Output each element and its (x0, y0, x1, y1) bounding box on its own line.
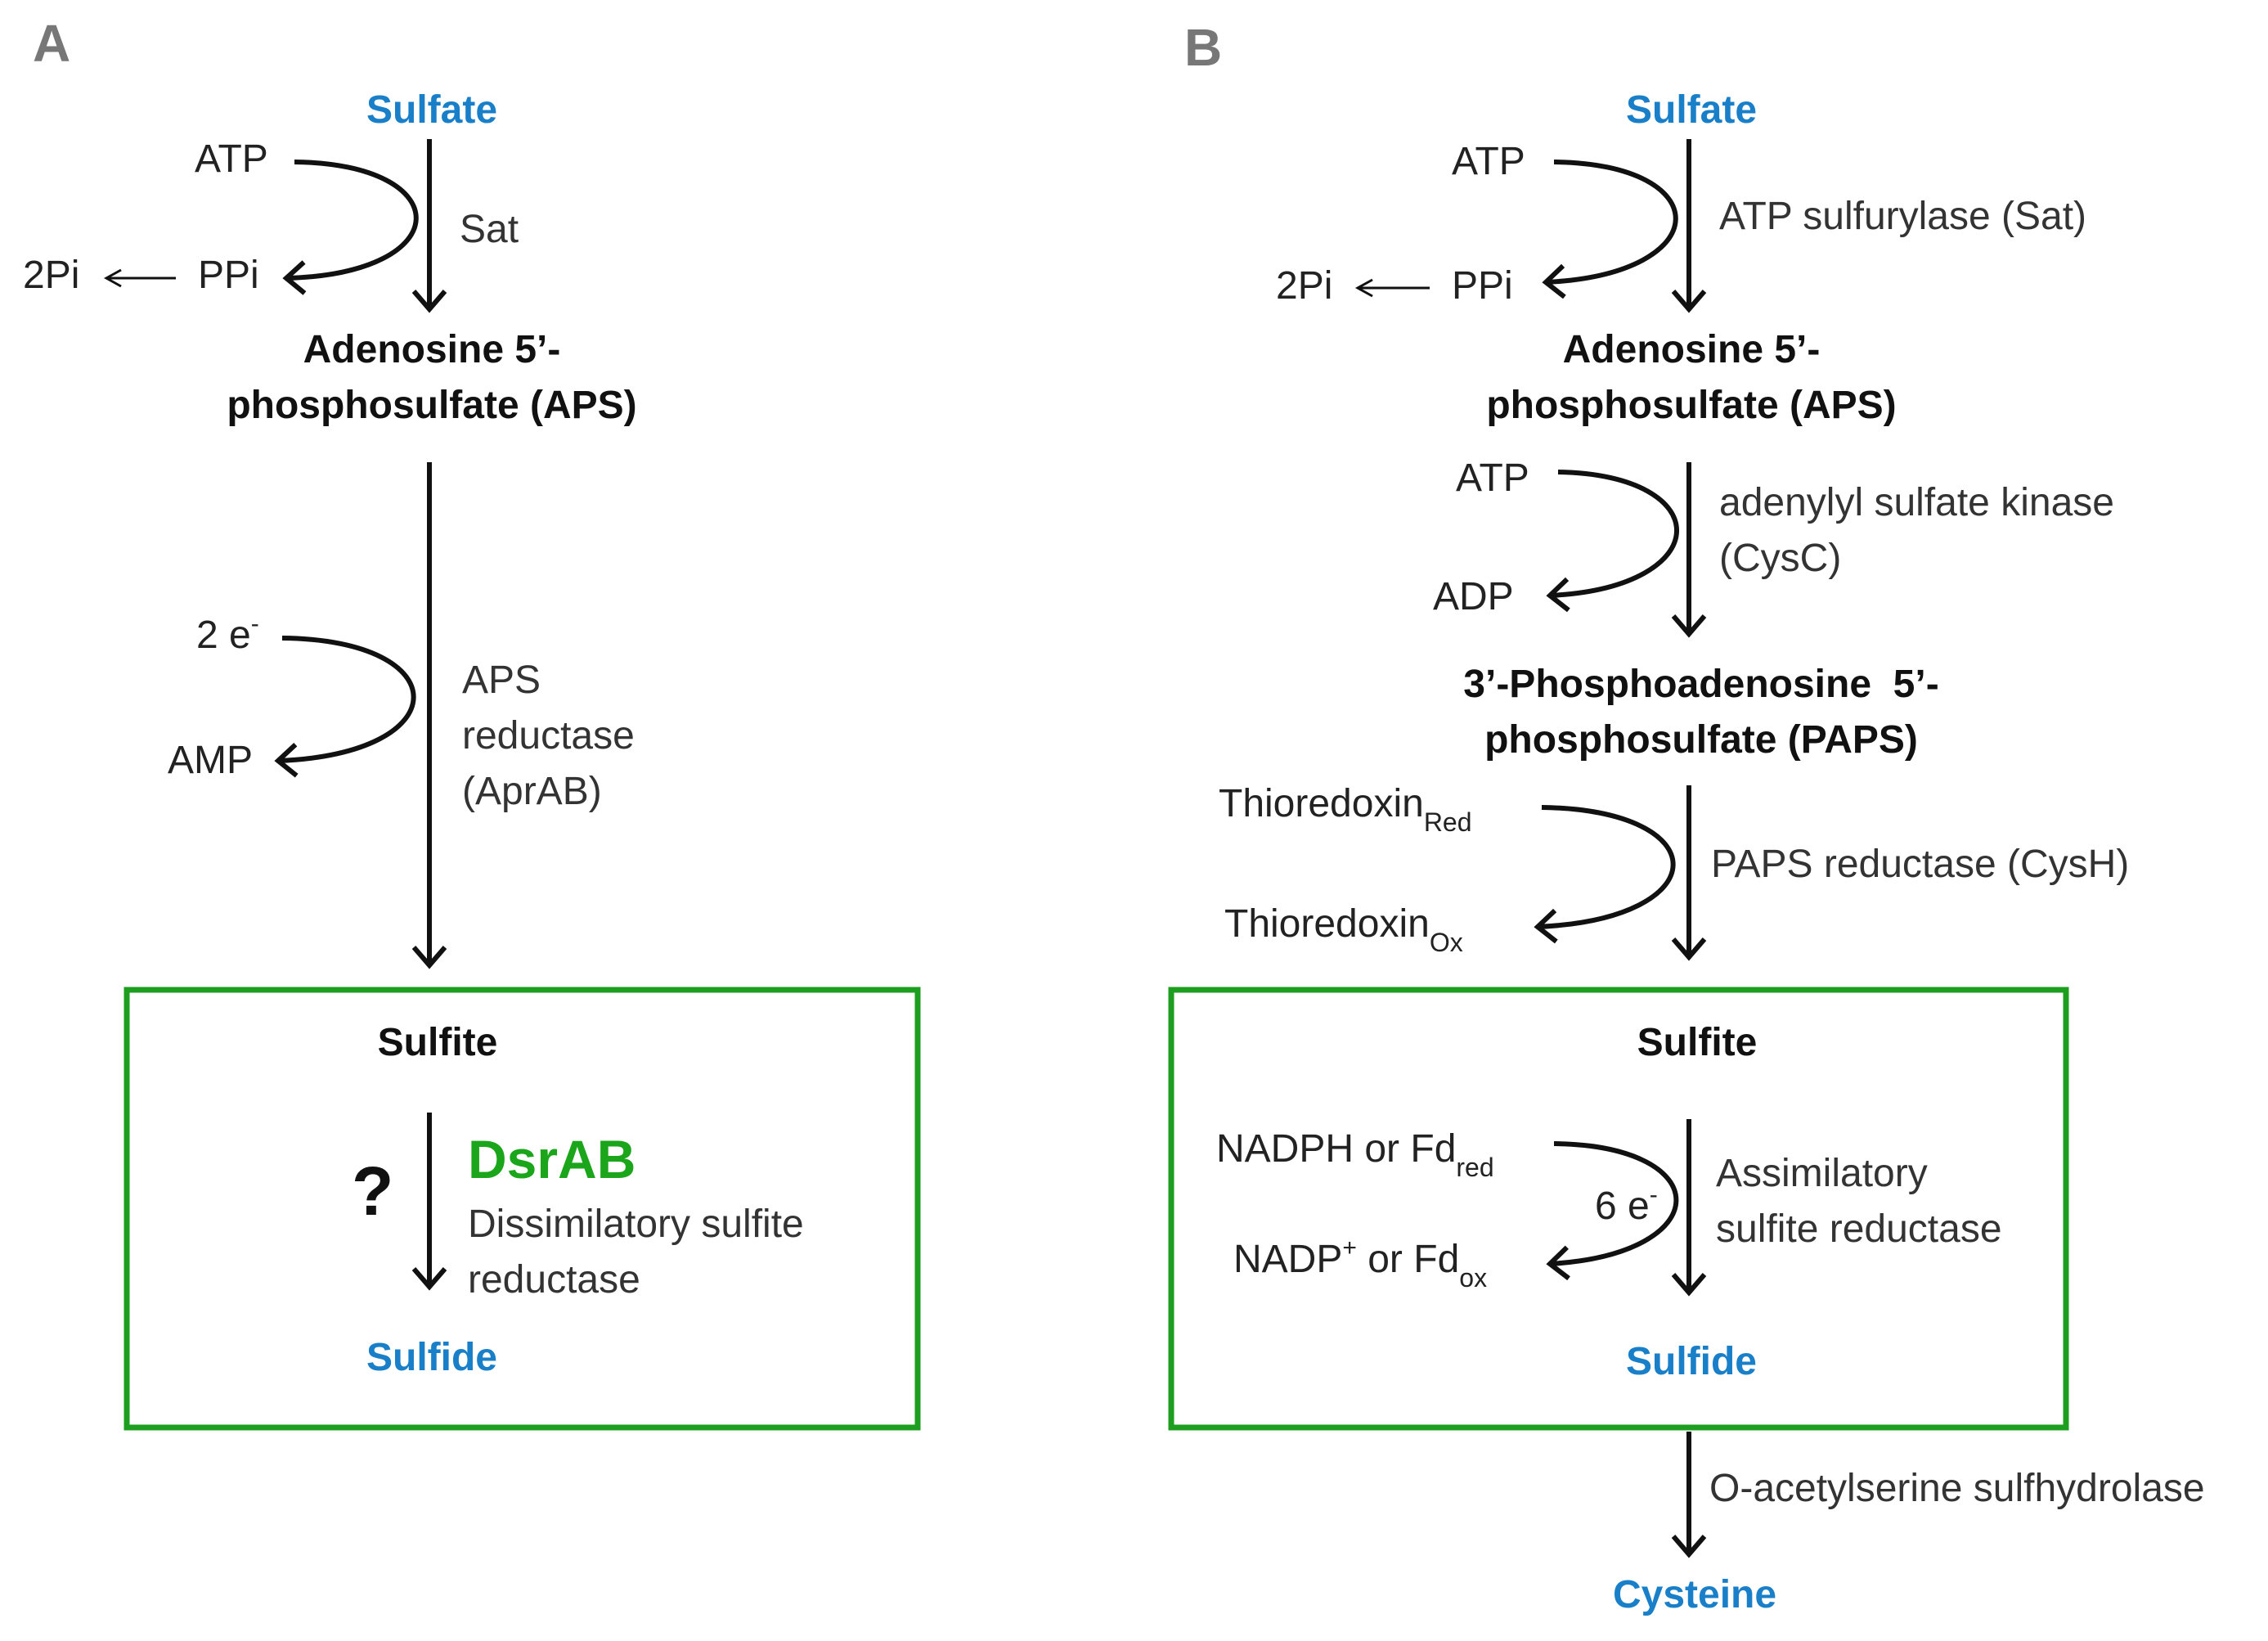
b-sulfate: Sulfate (1626, 88, 1757, 132)
a-e-amp-curve (274, 636, 416, 778)
a-dsr-line2: reductase (468, 1258, 640, 1302)
b-aps-line1: Adenosine 5’- (1563, 328, 1821, 371)
b-atp1: ATP (1452, 140, 1525, 183)
b-sat: ATP sulfurylase (Sat) (1719, 195, 2086, 238)
b-aps-line2: phosphosulfate (APS) (1486, 384, 1896, 427)
a-2pi: 2Pi (23, 254, 79, 297)
b-2pi: 2Pi (1276, 264, 1332, 308)
b-nadph-curve (1546, 1141, 1679, 1281)
a-aprab-line3: (AprAB) (462, 770, 602, 813)
panel-b-label: B (1184, 18, 1222, 77)
b-atp-ppi-curve (1542, 160, 1678, 299)
a-sulfate: Sulfate (366, 88, 497, 132)
b-nadp: NADP+ or Fdox (1233, 1234, 1487, 1293)
a-ppi: PPi (198, 254, 259, 297)
b-cysc-line1: adenylyl sulfate kinase (1719, 481, 2114, 524)
b-atp2: ATP (1456, 456, 1529, 500)
b-cysteine: Cysteine (1613, 1573, 1776, 1616)
b-assimilatory-box (1168, 987, 2069, 1431)
b-sulfite: Sulfite (1637, 1021, 1758, 1064)
a-dsrab-box (124, 987, 921, 1431)
b-nadph: NADPH or Fdred (1216, 1127, 1494, 1182)
a-sat: Sat (460, 208, 519, 251)
b-asr-line1: Assimilatory (1716, 1152, 1928, 1195)
b-asr-line2: sulfite reductase (1716, 1207, 2002, 1251)
a-atp-ppi-curve (282, 160, 419, 295)
a-aprab-line2: reductase (462, 714, 635, 758)
b-oass: O-acetylserine sulfhydrolase (1709, 1467, 2205, 1510)
b-thioredoxin-ox: ThioredoxinOx (1224, 902, 1463, 957)
b-atp-adp-curve (1546, 470, 1679, 613)
b-sulfide: Sulfide (1626, 1340, 1757, 1383)
b-ppi: PPi (1452, 264, 1513, 308)
b-thioredoxin-red: ThioredoxinRed (1219, 782, 1472, 837)
b-cysc-line2: (CysC) (1719, 537, 1841, 580)
a-dsr-line1: Dissimilatory sulfite (468, 1203, 804, 1246)
b-paps-line1: 3’-Phosphoadenosine 5’- (1463, 663, 1938, 706)
a-aps-line2: phosphosulfate (APS) (227, 384, 636, 427)
a-aprab-line1: APS (462, 659, 541, 702)
panel-b: B Sulfate ATP PPi 2Pi ATP sulfurylase (S… (1168, 18, 2205, 1616)
a-amp: AMP (168, 739, 253, 782)
b-thioredoxin-curve (1534, 805, 1676, 944)
a-atp: ATP (195, 137, 268, 181)
a-dsrab: DsrAB (468, 1129, 635, 1189)
b-6e: 6 e- (1595, 1181, 1658, 1228)
a-2e: 2 e- (196, 610, 259, 657)
a-sulfide: Sulfide (366, 1336, 497, 1379)
panel-a: A Sulfate ATP PPi 2Pi Sat Adenosine 5’- … (23, 14, 921, 1431)
a-question-mark: ? (352, 1153, 393, 1230)
b-adp: ADP (1433, 575, 1514, 618)
panel-a-label: A (33, 14, 70, 73)
b-cysh: PAPS reductase (CysH) (1711, 843, 2129, 886)
a-sulfite: Sulfite (378, 1021, 498, 1064)
b-paps-line2: phosphosulfate (PAPS) (1484, 718, 1918, 762)
a-aps-line1: Adenosine 5’- (303, 328, 561, 371)
